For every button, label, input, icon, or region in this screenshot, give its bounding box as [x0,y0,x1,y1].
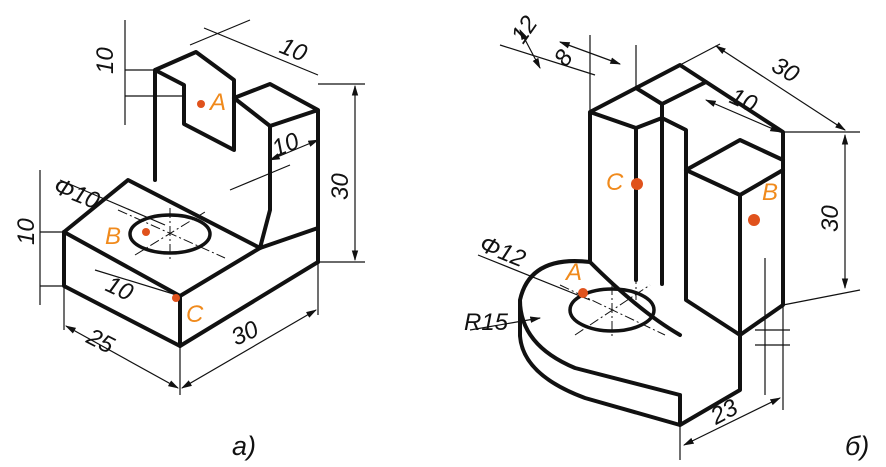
figure-a-center-line-1 [117,209,226,259]
figure-b-dim-rib [705,99,781,133]
figure-a-dimensions [39,19,365,395]
figure-b-right-tower [634,63,785,364]
figure-a-label-hole-offset: 10 [101,271,137,307]
figure-a-label-length: 25 [81,323,119,360]
figure-a-dim-top [203,27,319,76]
figure-b-point-b-marker [748,214,760,226]
figure-b-caption: б) [845,431,869,461]
figure-b-label-radius: R15 [464,309,509,336]
figure-b-point-b-label: B [762,179,778,206]
figure-a-label-width: 30 [227,315,263,351]
figure-b: 12 8 30 10 30 Φ12 R15 23 A C B б) [464,11,869,461]
figure-b-dim-hole-leader [477,254,591,301]
figure-a-point-c-marker [172,294,180,302]
figure-b-label-hole-dia: Φ12 [476,231,529,274]
figure-a-dim-width [181,309,317,389]
figure-b-left-tower [588,86,664,286]
figure-a-label-slot-height: 10 [92,47,119,74]
figure-a-label-slot-width: 10 [276,33,311,68]
figure-a-dim-top-ext [189,19,251,46]
figure-b-label-8: 8 [549,44,579,71]
figure-a-point-a-marker [197,100,205,108]
figure-b-label-12: 12 [506,11,543,48]
figure-a-caption: a) [232,431,256,461]
figure-b-dim-h-ext-2 [782,289,861,306]
figure-b-dim-ext-3 [679,43,721,66]
figure-b-dim-radius [469,316,542,331]
figure-a-dim-hole-leader [59,179,166,226]
figure-a-base-front [62,230,182,348]
figure-b-dimensions [469,29,861,460]
figure-b-point-a-label: A [564,259,582,286]
figure-b-point-c-marker [631,178,643,190]
figure-a-point-a-label: A [208,89,226,116]
figure-b-point-a-marker [578,288,588,298]
figure-a-dim-step [269,139,319,161]
figure-a-label-base-height: 10 [13,218,40,245]
figure-a-point-b-marker [142,228,150,236]
figure-a-upright [153,50,320,264]
figure-a-dim-offset [94,269,181,297]
figure-b-dim-length [715,45,846,131]
figure-a-point-b-label: B [105,223,121,250]
figure-b-label-depth: 23 [705,394,743,431]
figure-a-label-step: 10 [268,127,303,162]
figure-a-label-height: 30 [327,173,354,200]
figure-a-label-hole-dia: Φ10 [50,173,104,216]
figure-b-dim-12-arrow [519,29,541,69]
figure-b-dim-depth [683,397,781,446]
figure-a-dim-length [65,325,179,389]
figure-b-point-c-label: C [606,169,624,196]
figure-b-dim-top-12 [499,44,596,76]
figure-a-point-c-label: C [186,301,204,328]
figure-a: 10 10 10 30 Φ10 10 10 25 30 A B C a) [13,19,365,461]
figure-a-dim-step-leader [229,164,291,191]
figure-b-label-height: 30 [817,205,844,232]
